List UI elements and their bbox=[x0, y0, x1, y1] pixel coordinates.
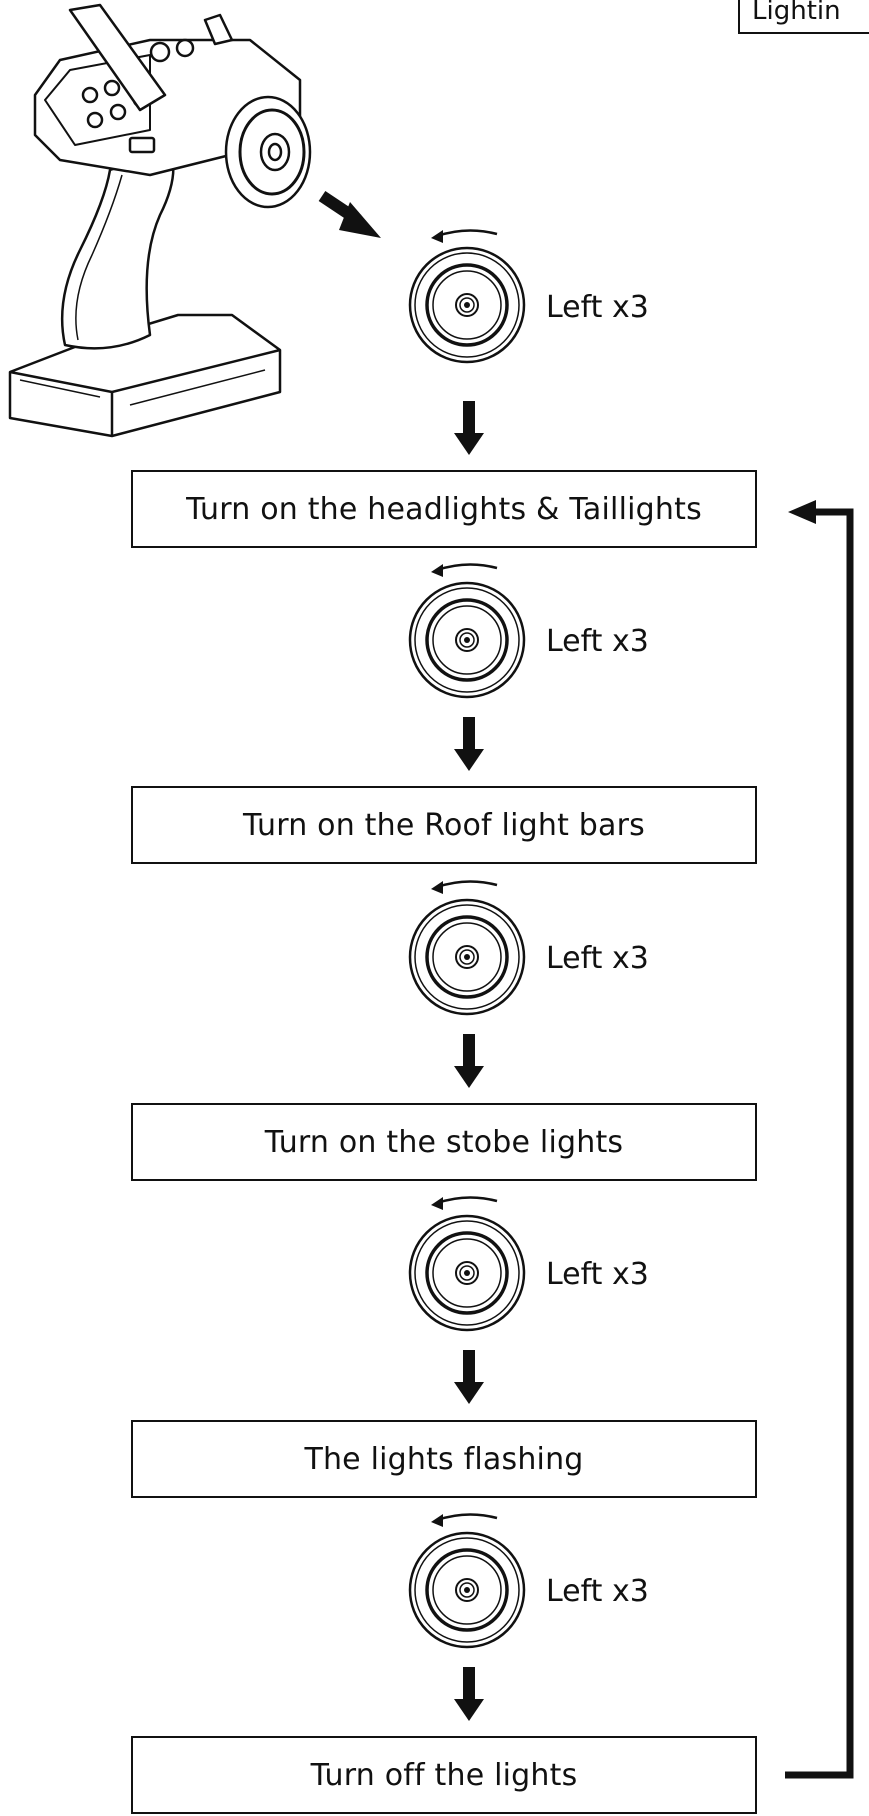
counterclockwise-arrow-icon bbox=[429, 1195, 499, 1212]
steering-wheel-icon bbox=[408, 1214, 526, 1332]
counterclockwise-arrow-icon bbox=[429, 228, 499, 245]
steering-wheel-icon bbox=[408, 898, 526, 1016]
step-headlights-taillights: Turn on the headlights & Taillights bbox=[131, 470, 757, 548]
wheel-label-4: Left x3 bbox=[546, 1257, 649, 1292]
wheel-label-5: Left x3 bbox=[546, 1574, 649, 1609]
wheel-label-1: Left x3 bbox=[546, 290, 649, 325]
step-strobe-lights: Turn on the stobe lights bbox=[131, 1103, 757, 1181]
loop-back-arrow-icon bbox=[785, 500, 854, 1779]
down-arrow-icon bbox=[454, 401, 484, 455]
down-arrow-icon bbox=[454, 1034, 484, 1088]
steering-wheel-icon bbox=[408, 246, 526, 364]
counterclockwise-arrow-icon bbox=[429, 562, 499, 579]
steering-wheel-icon bbox=[408, 1531, 526, 1649]
step-lights-off: Turn off the lights bbox=[131, 1736, 757, 1814]
step-lights-flashing: The lights flashing bbox=[131, 1420, 757, 1498]
down-arrow-icon bbox=[454, 1667, 484, 1721]
counterclockwise-arrow-icon bbox=[429, 1512, 499, 1529]
step-roof-light-bars: Turn on the Roof light bars bbox=[131, 786, 757, 864]
down-arrow-icon bbox=[454, 1350, 484, 1404]
steering-wheel-icon bbox=[408, 581, 526, 699]
wheel-label-2: Left x3 bbox=[546, 624, 649, 659]
diagonal-arrow-icon bbox=[318, 191, 381, 238]
transmitter-icon bbox=[8, 3, 312, 438]
counterclockwise-arrow-icon bbox=[429, 879, 499, 896]
wheel-label-3: Left x3 bbox=[546, 941, 649, 976]
header-label: Lightin bbox=[738, 0, 869, 34]
down-arrow-icon bbox=[454, 717, 484, 771]
